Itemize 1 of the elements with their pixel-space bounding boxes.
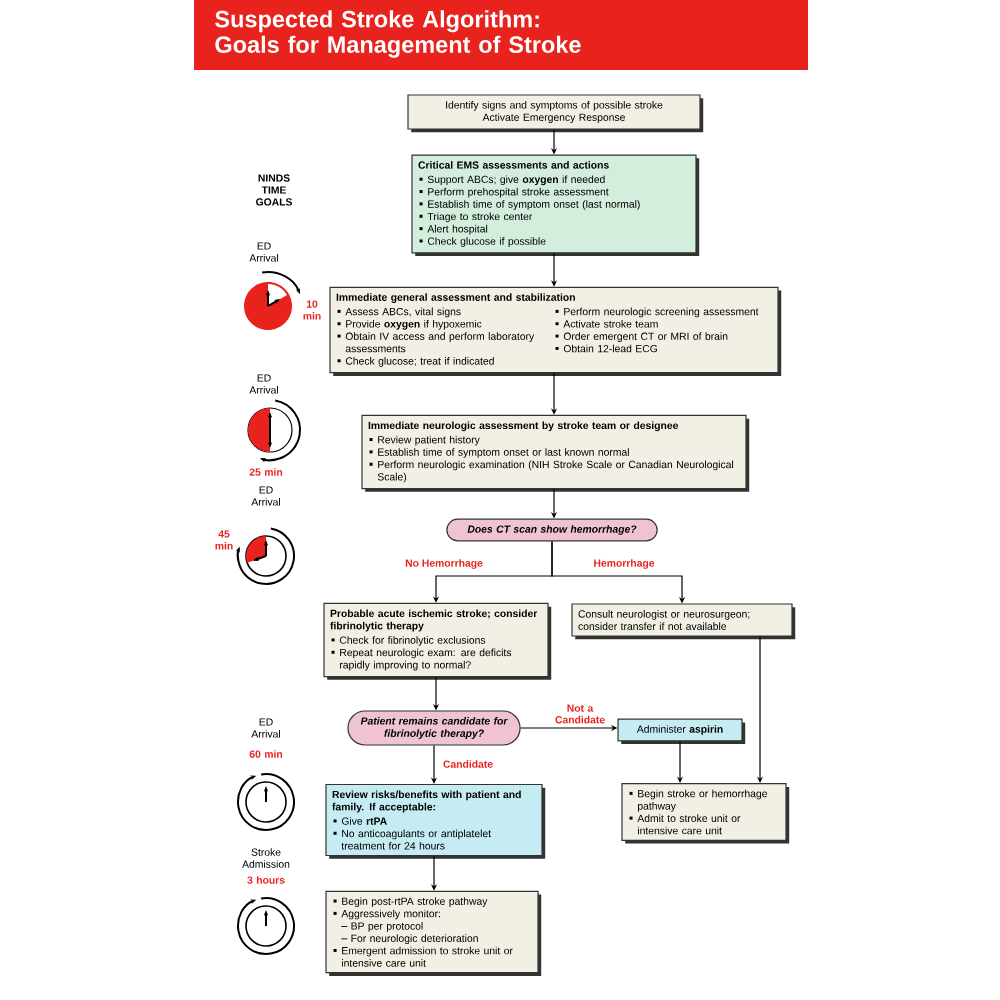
title-banner: Suspected Stroke Algorithm: Goals for Management of Stroke bbox=[194, 0, 808, 70]
